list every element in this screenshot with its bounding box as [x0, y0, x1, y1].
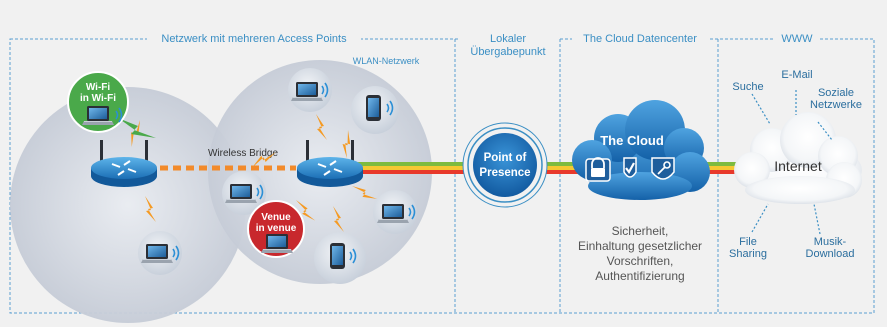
- service-file-line1: File: [739, 236, 757, 248]
- cloud-title: The Cloud: [600, 133, 664, 148]
- cloud-desc-line1: Sicherheit,: [612, 224, 669, 238]
- service-search: Suche: [732, 81, 763, 93]
- the-cloud: The Cloud: [572, 100, 710, 200]
- pop-line2: Presence: [479, 167, 530, 179]
- internet-cloud: Internet: [734, 112, 862, 204]
- cloud-desc-line4: Authentifizierung: [595, 269, 684, 283]
- venue-badge-line1: Venue: [261, 212, 291, 223]
- key-icon: [651, 157, 675, 180]
- service-social-line1: Soziale: [818, 87, 854, 99]
- venue-in-venue-badge: Venue in venue: [247, 200, 305, 258]
- service-social-line2: Netzwerke: [810, 99, 862, 111]
- cloud-icon: [572, 100, 710, 200]
- smartphone-icon: [366, 95, 381, 121]
- shield-check-icon: [623, 157, 637, 178]
- cloud-desc-line2: Einhaltung gesetzlicher: [578, 239, 702, 253]
- section-label-datacenter: The Cloud Datencenter: [583, 33, 697, 45]
- cloud-desc-line3: Vorschriften,: [607, 254, 674, 268]
- service-file-line2: Sharing: [729, 248, 767, 260]
- backbone-link: [355, 162, 775, 174]
- section-label-network: Netzwerk mit mehreren Access Points: [161, 33, 347, 45]
- lightning-icon: [118, 118, 156, 138]
- coverage-area-left: [10, 87, 246, 323]
- wifi-badge-line1: Wi-Fi: [86, 82, 111, 93]
- wlan-network-label: WLAN-Netzwerk: [353, 56, 420, 66]
- internet-label: Internet: [774, 158, 822, 174]
- service-music-line2: Download: [806, 248, 855, 260]
- section-label-local-line2: Übergabepunkt: [470, 46, 545, 58]
- wireless-bridge-label: Wireless Bridge: [208, 148, 278, 159]
- service-email: E-Mail: [781, 69, 812, 81]
- service-music-line1: Musik-: [814, 236, 847, 248]
- outer-frame: [9, 38, 875, 314]
- lock-icon: [585, 157, 611, 182]
- cloud-icon: [734, 112, 862, 204]
- venue-badge-line2: in venue: [256, 223, 297, 234]
- section-label-local-line1: Lokaler: [490, 33, 526, 45]
- section-label-www: WWW: [781, 33, 813, 45]
- wifi-badge-line2: in Wi-Fi: [80, 93, 116, 104]
- point-of-presence: Point of Presence: [462, 122, 548, 208]
- smartphone-icon: [330, 243, 345, 269]
- pop-line1: Point of: [484, 152, 527, 164]
- wifi-in-wifi-badge: Wi-Fi in Wi-Fi: [67, 71, 129, 133]
